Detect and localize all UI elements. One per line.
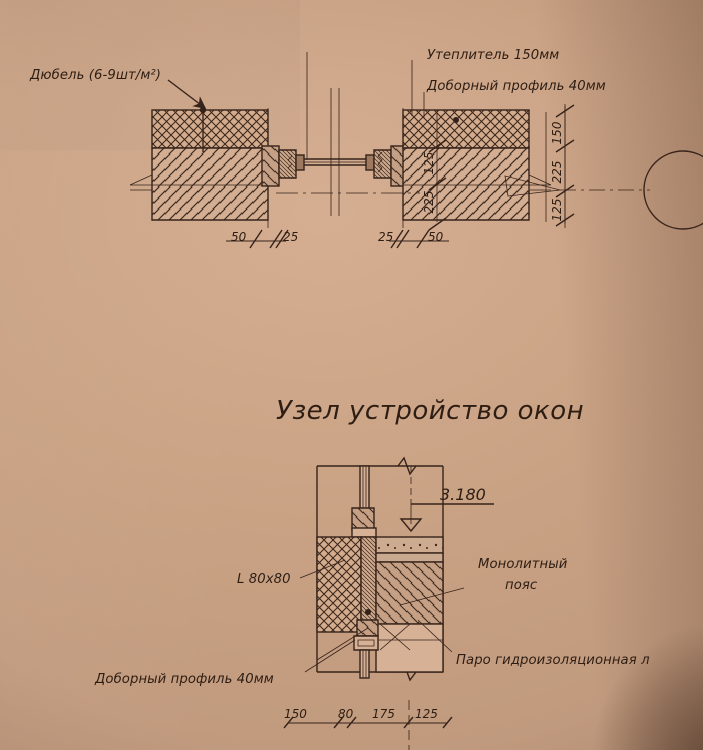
dim-150-bottom: 150 (284, 707, 307, 721)
level-mark-value: 3.180 (440, 485, 486, 504)
monolithic-belt (375, 561, 444, 625)
dim-80-bottom: 80 (338, 707, 354, 721)
bottom-dimension-chain: 150 80 175 125 (283, 700, 453, 750)
dim-25-right: 25 (378, 230, 393, 244)
lower-masonry (375, 623, 444, 673)
break-symbol-top (397, 456, 417, 476)
top-leaders (306, 52, 425, 160)
note-vapor: Паро гидроизоляционная л (456, 653, 650, 668)
glazing-unit (304, 158, 366, 166)
dim-150-vert: 150 (550, 121, 564, 144)
bottom-leaders (299, 559, 465, 673)
note-mono-1: Монолитный (478, 557, 568, 572)
upper-sash (351, 465, 377, 538)
dim-225-vert: 225 (550, 161, 564, 184)
bottom-detail-group: 3.180 L 80x80 Монолитный пояс Паро гидро… (94, 456, 650, 750)
note-mono-2: пояс (505, 578, 538, 593)
note-insulation: Утеплитель 150мм (427, 48, 559, 63)
note-dowel: Дюбель (6-9шт/м²) (29, 67, 161, 83)
dim-50-right: 50 (428, 230, 444, 244)
inner-vertical-dimensions: 125 225 (422, 110, 447, 231)
dim-125-vert: 125 (550, 199, 564, 222)
bubble-leader (504, 175, 561, 197)
lower-sash (353, 609, 379, 679)
dim-25-left: 25 (283, 230, 298, 244)
note-angle: L 80x80 (237, 572, 291, 587)
right-wall-assembly (402, 109, 552, 221)
left-window-frame (261, 145, 305, 187)
right-window-frame (365, 145, 409, 187)
exterior-insulation (316, 536, 362, 633)
left-wall-assembly (129, 109, 269, 221)
horizontal-dimensions-left: 50 25 (226, 229, 298, 249)
detail-bubble (560, 150, 703, 230)
horizontal-dimensions-right: 25 50 (378, 229, 449, 249)
slab-band (375, 536, 444, 563)
level-mark: 3.180 (399, 466, 494, 533)
top-detail-group: 150 225 125 125 225 (29, 48, 703, 249)
dim-175-bottom: 175 (372, 707, 395, 721)
dim-125-inner: 125 (422, 152, 436, 175)
page-title: Узел устройство окон (276, 396, 584, 426)
dim-125-bottom: 125 (415, 707, 438, 721)
dim-50-left: 50 (231, 230, 247, 244)
note-addon-bottom: Доборный профиль 40мм (94, 671, 274, 687)
dim-225-inner: 225 (422, 191, 436, 214)
vertical-dimension-chain: 150 225 125 (550, 104, 575, 227)
note-addon: Доборный профиль 40мм (426, 78, 606, 94)
dowel-callout (167, 79, 207, 152)
